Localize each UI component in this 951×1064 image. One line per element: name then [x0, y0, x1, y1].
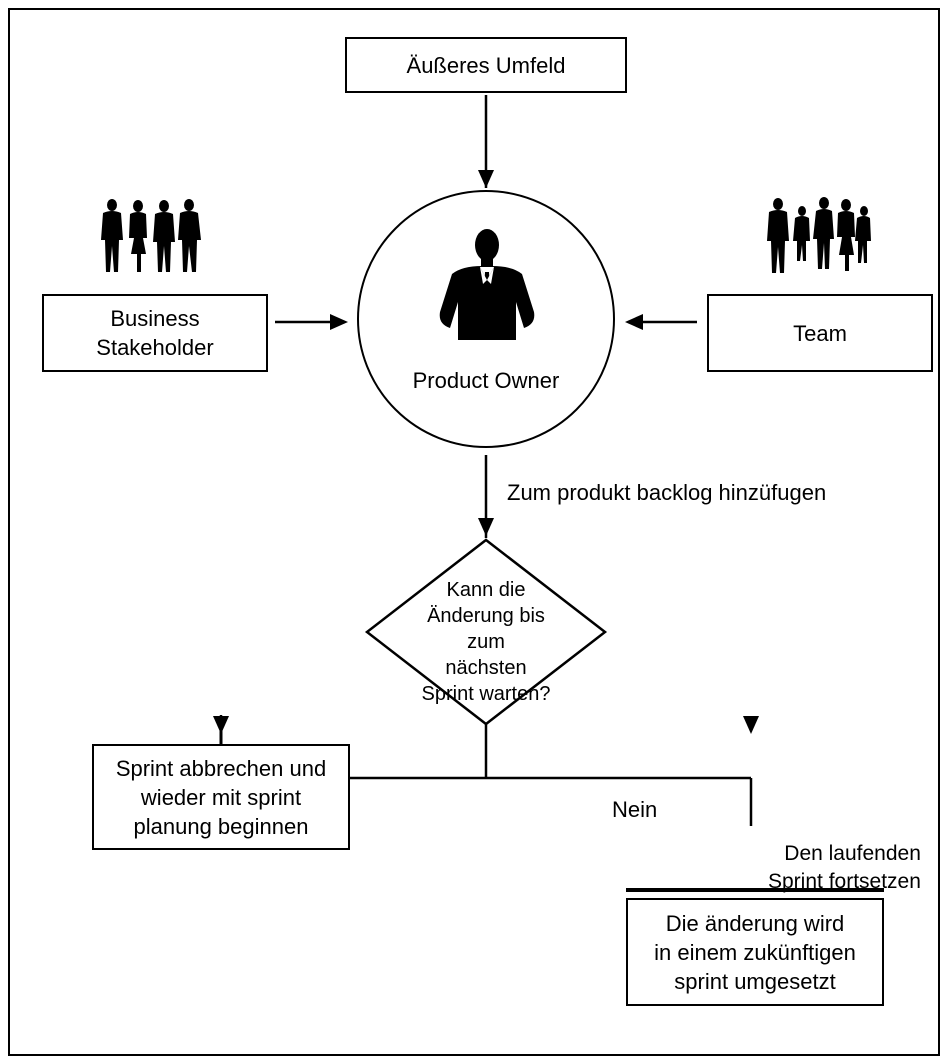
continue-sprint-label: Den laufenden Sprint fortsetzen — [768, 842, 921, 893]
add-backlog-label: Zum produkt backlog hinzüfugen — [507, 480, 827, 505]
product-owner-label: Product Owner — [412, 368, 560, 393]
team-people-group-icon — [767, 197, 871, 273]
arrowhead-yes — [213, 716, 229, 734]
arrowhead-no — [743, 716, 759, 734]
business-people-group-icon — [101, 199, 201, 272]
abort-sprint-box: Sprint abbrechen und wieder mit sprint p… — [92, 744, 350, 850]
future-sprint-box — [626, 888, 884, 892]
environment-label: Äußeres Umfeld — [406, 52, 566, 78]
future-sprint-box-main: Die änderung wird in einem zukünftigen s… — [626, 898, 884, 1006]
stakeholder-label: Business Stakeholder — [96, 306, 214, 360]
arrowhead-team — [625, 314, 643, 330]
arrowhead-stakeholder — [330, 314, 348, 330]
team-box: Team — [707, 294, 933, 372]
environment-box: Äußeres Umfeld — [345, 37, 627, 93]
diagram-frame — [8, 8, 940, 1056]
team-label: Team — [793, 320, 847, 346]
no-label: Nein — [612, 797, 658, 822]
abort-sprint-label: Sprint abbrechen und wieder mit sprint p… — [115, 755, 327, 839]
arrowhead-decision — [478, 518, 494, 536]
stakeholder-box: Business Stakeholder — [42, 294, 268, 372]
businessman-icon — [439, 229, 535, 340]
decision-label: Kann die Änderung bis zum nächsten Sprin… — [421, 579, 551, 705]
future-sprint-label: Die änderung wird in einem zukünftigen s… — [654, 910, 856, 994]
arrowhead-environment — [478, 170, 494, 188]
